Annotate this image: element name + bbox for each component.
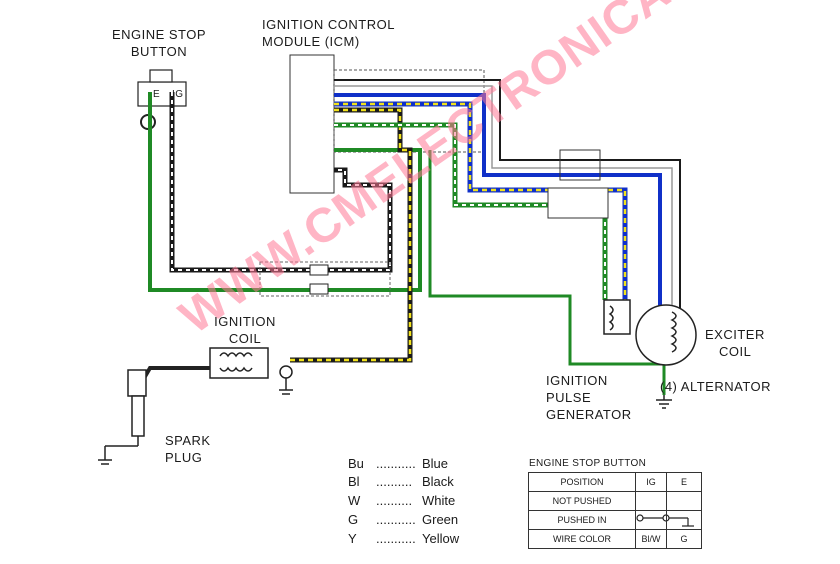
header-position: POSITION: [528, 472, 636, 492]
ignition-pulse-generator-label: IGNITION PULSE GENERATOR: [546, 372, 632, 423]
icm-label-line-2: MODULE (ICM): [262, 34, 360, 49]
legend-abbr: Y: [348, 531, 357, 546]
legend-abbr: G: [348, 512, 359, 527]
alternator-circle: [635, 304, 697, 366]
green-white-wire-pulse-stripe: [334, 124, 606, 300]
pulse-generator-coil-icon: [608, 305, 614, 331]
ignition-coil-label-line-2: COIL: [228, 331, 262, 346]
row-e: [666, 510, 702, 530]
legend-color-name: White: [422, 493, 456, 508]
row-position: NOT PUSHED: [528, 491, 636, 511]
legend-abbr: Bl: [348, 474, 360, 489]
exciter-coil-label-line-1: EXCITER: [705, 327, 765, 342]
legend-row-green: G........... Green: [348, 512, 458, 527]
legend-dots: ...........: [376, 456, 416, 471]
row-ig: [635, 491, 667, 511]
legend-dots: ...........: [376, 512, 416, 527]
legend-color-name: Yellow: [422, 531, 460, 546]
spark-plug-label-line-1: SPARK: [165, 433, 211, 448]
legend-dots: ..........: [376, 493, 413, 508]
pulse-generator-body: [603, 299, 631, 335]
bullet-connector-1: [309, 264, 329, 276]
pulse-gen-label-line-3: GENERATOR: [546, 407, 632, 422]
bullet-connector-2: [309, 283, 329, 295]
switch-table-title: ENGINE STOP BUTTON: [529, 458, 647, 469]
legend-row-blue: Bu........... Blue: [348, 456, 448, 471]
row-e: G: [666, 529, 702, 549]
spark-plug-body: [131, 395, 145, 437]
spark-plug-label: SPARK PLUG: [165, 432, 211, 466]
spark-plug-lead: [138, 366, 210, 387]
switch-table: POSITION IG E NOT PUSHED PUSHED IN WIRE …: [528, 472, 702, 549]
header-ig: IG: [635, 472, 667, 492]
pulse-gen-label-line-1: IGNITION: [546, 373, 608, 388]
row-e: [666, 491, 702, 511]
switch-table-row: WIRE COLOR Bl/W G: [528, 529, 702, 549]
legend-color-name: Green: [422, 512, 459, 527]
ignition-coil-label: IGNITION COIL: [200, 313, 290, 347]
legend-row-black: Bl.......... Black: [348, 474, 454, 489]
green-wire-alternator: [428, 150, 666, 395]
switch-terminal-e: E: [153, 89, 161, 100]
black-white-wire-stop-button-stripe: [171, 92, 391, 271]
spark-plug-ground-icon: [98, 436, 139, 465]
legend-dots: ...........: [376, 531, 416, 546]
engine-stop-button-body: [137, 81, 187, 107]
ignition-coil-label-line-1: IGNITION: [214, 314, 276, 329]
white-wire-exciter: [334, 85, 673, 310]
row-position: WIRE COLOR: [528, 529, 636, 549]
engine-stop-button-cap: [149, 69, 173, 83]
switch-table-header: POSITION IG E: [528, 472, 702, 492]
black-white-wire-exciter: [334, 79, 681, 310]
switch-table-row: PUSHED IN: [528, 510, 702, 530]
black-white-wire-stop-button: [169, 92, 393, 273]
switch-table-row: NOT PUSHED: [528, 491, 702, 511]
ignition-coil-winding-icon: [219, 352, 253, 358]
legend-row-white: W.......... White: [348, 493, 455, 508]
connector-block-right: [559, 149, 601, 181]
legend-abbr: Bu: [348, 456, 364, 471]
pulse-gen-label-line-2: PULSE: [546, 390, 592, 405]
spark-plug-label-line-2: PLUG: [165, 450, 203, 465]
exciter-coil-label-line-2: COIL: [719, 344, 752, 359]
alternator-ground-icon: [656, 395, 672, 409]
legend-color-name: Black: [422, 474, 454, 489]
spark-plug-cap: [127, 369, 147, 397]
switch-terminal-ig: IG: [172, 89, 184, 100]
blue-wire-exciter: [334, 93, 662, 310]
legend-dots: ..........: [376, 474, 413, 489]
exciter-coil-label: EXCITER COIL: [705, 326, 765, 360]
legend-color-name: Blue: [422, 456, 449, 471]
icm-label-line-1: IGNITION CONTROL: [262, 17, 395, 32]
black-yellow-wire-coil-stripe: [290, 108, 412, 362]
exciter-coil-icon: [670, 311, 677, 353]
icm-label: IGNITION CONTROL MODULE (ICM): [262, 16, 395, 50]
ignition-coil-winding-lower: [219, 366, 253, 372]
wire-connector-lower: [259, 261, 391, 297]
icm-body: [289, 54, 335, 194]
coil-ground-terminal: [279, 365, 293, 379]
engine-stop-label-line-1: ENGINE STOP: [111, 27, 207, 42]
engine-stop-button-label: ENGINE STOP BUTTON: [104, 26, 214, 60]
blue-yellow-wire-pulse-stripe: [334, 102, 627, 300]
row-position: PUSHED IN: [528, 510, 636, 530]
engine-stop-label-line-2: BUTTON: [130, 44, 188, 59]
header-e: E: [666, 472, 702, 492]
row-ig: Bl/W: [635, 529, 667, 549]
coil-ground-icon: [279, 378, 293, 395]
green-wire-stop-button: [148, 92, 422, 292]
row-ig: [635, 510, 667, 530]
alternator-label: (4) ALTERNATOR: [660, 379, 772, 394]
legend-row-yellow: Y........... Yellow: [348, 531, 459, 546]
legend-abbr: W: [348, 493, 361, 508]
connector-block-pulse: [547, 187, 609, 219]
